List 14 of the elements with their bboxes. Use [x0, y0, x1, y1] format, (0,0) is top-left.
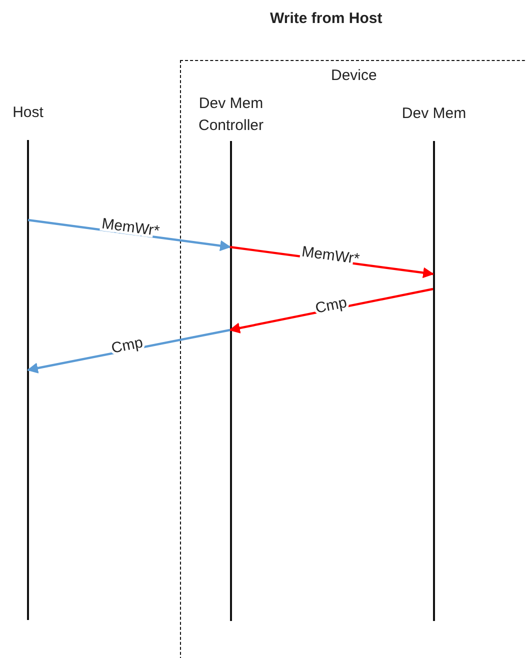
edge-label: Cmp [314, 294, 348, 318]
edge-label: MemWr* [100, 215, 160, 240]
diagram-title: Write from Host [270, 9, 382, 29]
message-arrow [230, 246, 434, 278]
participant-label: Host [12, 103, 44, 123]
dashed-region [180, 60, 526, 658]
participant-label: Dev Mem Controller [197, 94, 265, 136]
message-arrow [228, 288, 434, 334]
message-arrow [26, 328, 230, 374]
edge-label: Cmp [110, 334, 144, 357]
participant-label: Dev Mem [400, 104, 468, 124]
message-arrow [28, 218, 232, 252]
region-title: Device [331, 66, 377, 86]
edge-label: MemWr* [300, 243, 360, 268]
